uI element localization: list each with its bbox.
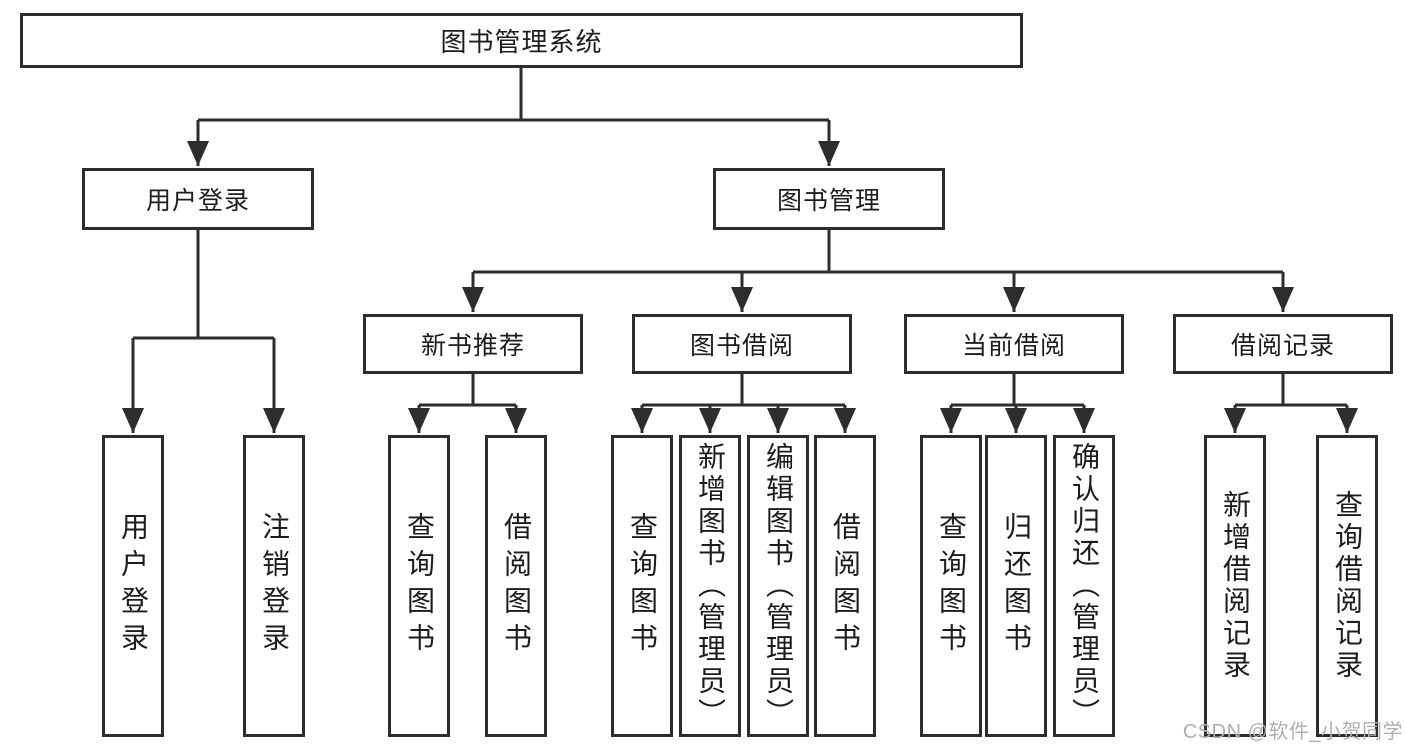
leaf-user-login-label: 用户登录 xyxy=(118,512,149,660)
leaf-logout: 注销登录 xyxy=(243,435,305,737)
node-borrowing-records: 借阅记录 xyxy=(1173,314,1393,374)
leaf-return-books-label: 归还图书 xyxy=(1001,512,1032,660)
leaf-edit-book-admin: 编辑图书（管理员） xyxy=(747,435,809,737)
leaf-user-login: 用户登录 xyxy=(102,435,164,737)
connector-segments xyxy=(133,68,1347,407)
node-book-borrowing: 图书借阅 xyxy=(632,314,852,374)
node-root-label: 图书管理系统 xyxy=(440,27,603,57)
leaf-return-books: 归还图书 xyxy=(985,435,1047,737)
node-book-borrowing-label: 图书借阅 xyxy=(689,332,794,360)
leaf-query-books-current: 查询图书 xyxy=(920,435,982,737)
leaf-add-borrow-record: 新增借阅记录 xyxy=(1204,435,1266,737)
leaf-borrow-books-borrowing-label: 借阅图书 xyxy=(830,512,861,660)
leaf-add-borrow-record-label: 新增借阅记录 xyxy=(1220,490,1251,682)
node-book-management: 图书管理 xyxy=(713,168,945,230)
leaf-add-book-admin: 新增图书（管理员） xyxy=(679,435,741,737)
node-current-borrowing-label: 当前借阅 xyxy=(961,332,1066,360)
node-user-login-label: 用户登录 xyxy=(145,187,250,215)
node-borrowing-records-label: 借阅记录 xyxy=(1230,332,1335,360)
node-user-login: 用户登录 xyxy=(82,168,314,230)
leaf-query-books-current-label: 查询图书 xyxy=(936,512,967,660)
leaf-add-book-admin-label: 新增图书（管理员） xyxy=(695,442,726,730)
leaf-confirm-return-admin: 确认归还（管理员） xyxy=(1053,435,1115,737)
leaf-query-books-borrowing-label: 查询图书 xyxy=(627,512,658,660)
leaf-query-books-borrowing: 查询图书 xyxy=(611,435,673,737)
leaf-borrow-books-borrowing: 借阅图书 xyxy=(814,435,876,737)
node-current-borrowing: 当前借阅 xyxy=(904,314,1124,374)
node-book-management-label: 图书管理 xyxy=(776,187,881,215)
arrow-drops xyxy=(122,120,1358,433)
leaf-confirm-return-admin-label: 确认归还（管理员） xyxy=(1069,442,1100,730)
leaf-query-books-recommend: 查询图书 xyxy=(388,435,450,737)
leaf-borrow-books-recommend: 借阅图书 xyxy=(485,435,547,737)
leaf-query-borrow-record: 查询借阅记录 xyxy=(1316,435,1378,737)
leaf-query-books-recommend-label: 查询图书 xyxy=(404,512,435,660)
leaf-edit-book-admin-label: 编辑图书（管理员） xyxy=(763,442,794,730)
watermark-text: CSDN @软件_小贺同学 xyxy=(1182,721,1403,743)
node-new-book-recommendation-label: 新书推荐 xyxy=(420,332,525,360)
leaf-query-borrow-record-label: 查询借阅记录 xyxy=(1332,490,1363,682)
node-root: 图书管理系统 xyxy=(20,13,1023,68)
leaf-logout-label: 注销登录 xyxy=(259,512,290,660)
leaf-borrow-books-recommend-label: 借阅图书 xyxy=(501,512,532,660)
node-new-book-recommendation: 新书推荐 xyxy=(363,314,583,374)
